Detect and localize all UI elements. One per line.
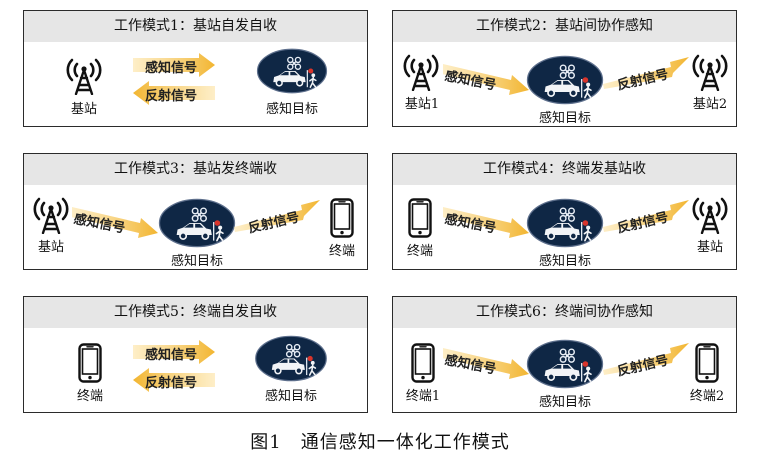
mode-panel-1: 工作模式1：基站自发自收 基站 感知信号 反射信号 感知目标 [23, 10, 368, 127]
sensing-signal-label: 感知信号 [145, 61, 198, 76]
base-station-icon [64, 55, 104, 95]
reflected-signal-arrow [603, 200, 689, 232]
figure-caption: 图1 通信感知一体化工作模式 [250, 432, 510, 453]
node-label-tx: 基站1 [404, 97, 440, 112]
reflected-signal-arrow [133, 368, 215, 392]
node-label-target: 感知目标 [538, 254, 591, 269]
terminal-phone-icon [408, 198, 432, 238]
node-label-target: 感知目标 [170, 254, 223, 269]
node-label-target: 感知目标 [538, 111, 591, 126]
sensing-signal-arrow [72, 207, 158, 238]
node-label-rx: 终端 [328, 244, 355, 259]
base-station-icon [401, 51, 441, 91]
mode-panel-6: 工作模式6：终端间协作感知 终端1 感知信号 感知目标 反射信号 终端2 [392, 296, 737, 413]
mode-panel-4: 工作模式4：终端发基站收 终端 感知信号 感知目标 反射信号 基站 [392, 153, 737, 270]
base-station-icon [31, 194, 71, 234]
panel-title: 工作模式5：终端自发自收 [24, 297, 367, 328]
sensing-target-icon [525, 198, 605, 248]
mode-panel-5: 工作模式5：终端自发自收 终端 感知信号 反射信号 感知目标 [23, 296, 368, 413]
sensing-target-icon [525, 55, 605, 105]
node-label-rx: 终端2 [689, 389, 725, 404]
sensing-signal-arrow [443, 348, 529, 379]
terminal-phone-icon [695, 343, 719, 383]
node-label-tx: 终端 [406, 244, 433, 259]
reflected-signal-label: 反射信号 [145, 376, 198, 391]
terminal-phone-icon [78, 343, 102, 383]
panel-title: 工作模式4：终端发基站收 [393, 154, 736, 185]
terminal-phone-icon [411, 343, 435, 383]
node-label-rx: 基站2 [692, 97, 728, 112]
sensing-signal-arrow [443, 207, 529, 238]
node-label-rx: 感知目标 [264, 389, 317, 404]
panel-title: 工作模式1：基站自发自收 [24, 11, 367, 42]
sensing-target-icon [157, 198, 237, 248]
base-station-icon [690, 51, 730, 91]
reflected-signal-label: 反射信号 [145, 89, 198, 104]
panel-title: 工作模式6：终端间协作感知 [393, 297, 736, 328]
reflected-signal-arrow [133, 81, 215, 105]
node-label-tx: 基站 [70, 102, 97, 117]
sensing-signal-arrow [133, 340, 215, 364]
sensing-signal-label: 感知信号 [145, 348, 198, 363]
node-label-tx: 终端 [76, 389, 103, 404]
sensing-target-icon [525, 339, 605, 389]
terminal-phone-icon [330, 198, 354, 238]
reflected-signal-arrow [603, 57, 689, 89]
sensing-target-icon [254, 335, 328, 382]
sensing-target-icon [256, 48, 328, 94]
mode-panel-3: 工作模式3：基站发终端收 基站 感知信号 感知目标 反射信号 终端 [23, 153, 368, 270]
panel-title: 工作模式2：基站间协作感知 [393, 11, 736, 42]
mode-panel-2: 工作模式2：基站间协作感知 基站1 感知信号 感知目标 反射信号 基站2 [392, 10, 737, 127]
reflected-signal-arrow [603, 343, 689, 375]
reflected-signal-arrow [234, 200, 320, 232]
node-label-target: 感知目标 [538, 395, 591, 410]
node-label-tx: 终端1 [405, 389, 441, 404]
sensing-signal-arrow [133, 53, 215, 77]
node-label-rx: 感知目标 [265, 102, 318, 117]
sensing-signal-arrow [443, 64, 529, 95]
node-label-tx: 基站 [37, 240, 64, 255]
node-label-rx: 基站 [696, 240, 723, 255]
panel-title: 工作模式3：基站发终端收 [24, 154, 367, 185]
base-station-icon [690, 194, 730, 234]
